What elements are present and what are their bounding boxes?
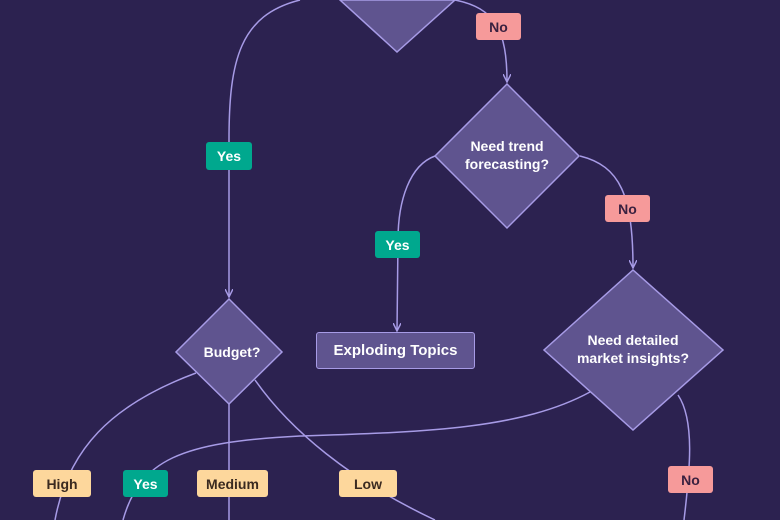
trend-diamond-label: Need trend forecasting? <box>464 138 549 172</box>
edge-top-to-budget <box>229 0 301 297</box>
no-badge-market: No <box>668 466 713 493</box>
yes-badge-market: Yes <box>123 470 168 497</box>
high-badge: High <box>33 470 91 497</box>
trend-diamond[interactable] <box>433 82 581 230</box>
medium-badge: Medium <box>197 470 268 497</box>
edge-budget-to-high <box>54 372 197 520</box>
low-badge: Low <box>339 470 397 497</box>
edge-market-to-no <box>677 394 691 520</box>
yes-badge-trend: Yes <box>375 231 420 258</box>
budget-diamond[interactable] <box>174 297 284 406</box>
edge-trend-to-market <box>579 155 633 268</box>
yes-badge-left: Yes <box>206 142 252 170</box>
edge-budget-to-low <box>254 379 436 520</box>
budget-diamond-label: Budget? <box>203 344 261 360</box>
top-diamond-node[interactable] <box>338 0 457 54</box>
edge-market-to-yes <box>122 391 591 520</box>
no-badge-trend: No <box>605 195 650 222</box>
market-diamond-label: Need detailed market insights? <box>576 332 690 366</box>
exploding-topics-node[interactable]: Exploding Topics <box>316 332 475 369</box>
market-diamond[interactable] <box>542 268 725 432</box>
no-badge-top: No <box>476 13 521 40</box>
